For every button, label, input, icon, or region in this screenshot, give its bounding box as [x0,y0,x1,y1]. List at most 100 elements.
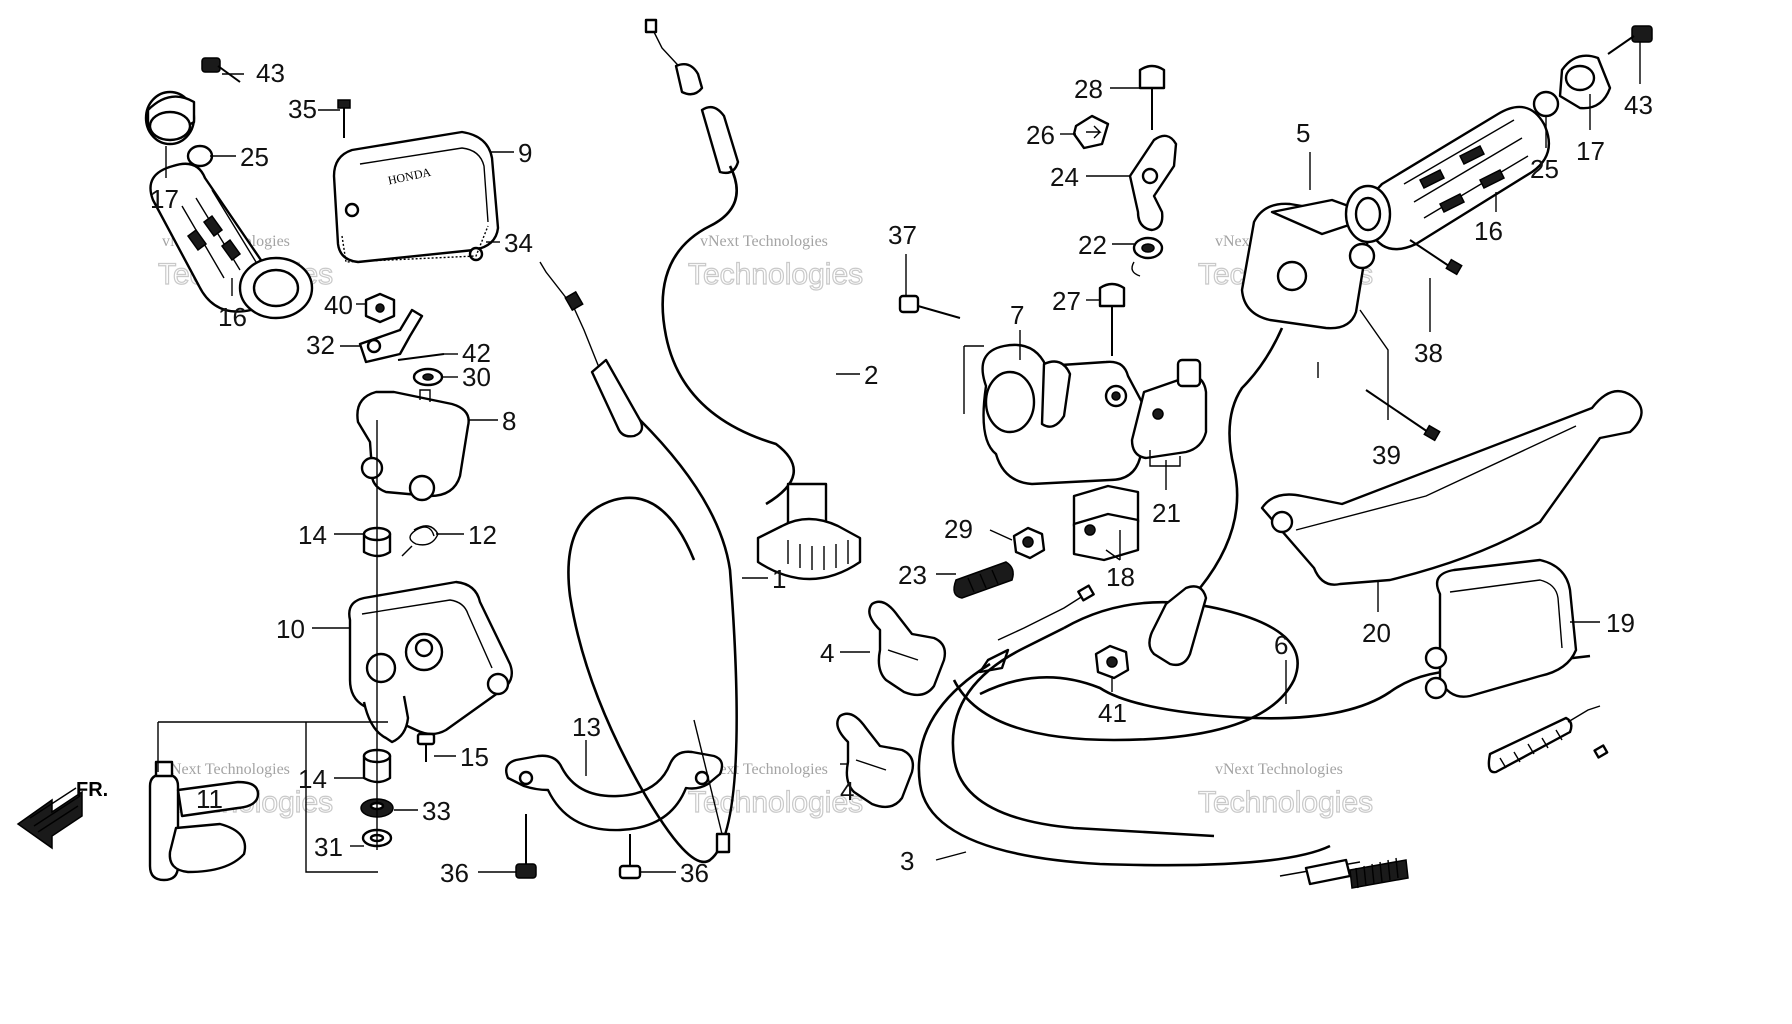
throttle-cable-2 [644,18,862,581]
collar-25-right [1532,90,1560,118]
choke-cable-3 [917,584,1331,867]
screw-15 [416,732,436,762]
bolt-36-right [618,834,642,880]
callout-43: 43 [1624,90,1653,120]
decal-26 [1072,114,1110,150]
bolt-43-left [201,57,241,83]
callout-42: 42 [462,338,491,368]
callout-22: 22 [1078,230,1107,260]
bolt-37 [898,294,961,319]
callout-4: 4 [820,638,834,668]
callout-17: 17 [150,184,179,214]
callout-12: 12 [468,520,497,550]
callout-24: 24 [1050,162,1079,192]
callout-16: 16 [1474,216,1503,246]
screw-28 [1138,64,1166,130]
adjuster-23 [953,561,1014,599]
callout-40: 40 [324,290,353,320]
screw-35 [337,99,351,138]
throttle-grip-left [149,162,314,320]
callout-labels: 43 35 9 25 17 34 16 40 32 42 30 8 14 12 … [150,58,1653,888]
front-direction-label: FR. [76,779,108,801]
throttle-grip-16-right [1344,105,1551,251]
throttle-lever-11 [148,760,260,882]
plate-32 [358,308,424,364]
bolt-36-left [515,814,537,879]
throttle-cable-1 [539,261,738,864]
callout-14: 14 [298,520,327,550]
callout-36: 36 [680,858,709,888]
callout-27: 27 [1052,286,1081,316]
leader-lines [165,42,1641,873]
cable-guide-24 [1128,134,1178,232]
nut-29 [1012,526,1046,560]
housing-body-10 [348,580,513,744]
callout-25: 25 [240,142,269,172]
lever-holder-7 [981,343,1146,486]
callout-9: 9 [518,138,532,168]
callout-20: 20 [1362,618,1391,648]
grip-end-cap-17-right [1558,54,1612,110]
lever-bracket-18 [1072,484,1140,562]
callout-13: 13 [572,712,601,742]
callout-36: 36 [440,858,469,888]
callout-23: 23 [898,560,927,590]
callout-19: 19 [1606,608,1635,638]
callout-21: 21 [1152,498,1181,528]
screw-39 [1365,389,1441,442]
callout-7: 7 [1010,300,1024,330]
spring-12 [401,525,439,557]
spring-22 [1131,236,1164,277]
cable-clamp-4-bottom [836,712,915,809]
watermark-group: vNext Technologies Technologies vNext Te… [157,233,1373,820]
front-direction-arrow: FR. [16,779,108,850]
callout-43: 43 [256,58,285,88]
callout-32: 32 [306,330,335,360]
watermark-text: vNext Technologies [700,761,828,778]
callout-11: 11 [196,784,223,814]
housing-cover-9: ᴴᴼᴺᴰᴬ [332,130,500,264]
callout-1: 1 [772,564,786,594]
pin-42 [397,353,445,361]
watermark-text: Technologies [688,258,863,291]
callout-38: 38 [1414,338,1443,368]
clutch-lever-20 [1260,389,1643,586]
callout-30: 30 [462,362,491,392]
callout-37: 37 [888,220,917,250]
callout-15: 15 [460,742,489,772]
callout-34: 34 [504,228,533,258]
cable-clamp-4-top [868,600,947,697]
callout-17: 17 [1576,136,1605,166]
callout-10: 10 [276,614,305,644]
bolt-43-right [1607,25,1653,55]
pivot-bolt-27 [1098,282,1126,356]
callout-14: 14 [298,764,327,794]
callout-5: 5 [1296,118,1310,148]
switch-housing-5 [1148,198,1378,667]
watermark-text: vNext Technologies [700,233,828,250]
collar-25-left [186,144,214,168]
lever-cover-19 [1424,558,1578,700]
cable-bracket-13 [505,750,724,832]
callout-18: 18 [1106,562,1135,592]
throttle-arm-8 [356,389,470,502]
screw-38 [1409,239,1463,276]
callout-6: 6 [1274,630,1288,660]
callout-3: 3 [900,846,914,876]
watermark-text: Technologies [1198,786,1373,819]
watermark-text: vNext Technologies [1215,761,1343,778]
callout-2: 2 [864,360,878,390]
callout-39: 39 [1372,440,1401,470]
grip-end-cap-left [144,90,196,146]
callout-16: 16 [218,302,247,332]
washer-30 [412,367,444,387]
callout-28: 28 [1074,74,1103,104]
callout-26: 26 [1026,120,1055,150]
callout-31: 31 [314,832,343,862]
callout-25: 25 [1530,154,1559,184]
nut-41 [1094,644,1130,680]
callout-29: 29 [944,514,973,544]
nut-40 [364,292,396,324]
